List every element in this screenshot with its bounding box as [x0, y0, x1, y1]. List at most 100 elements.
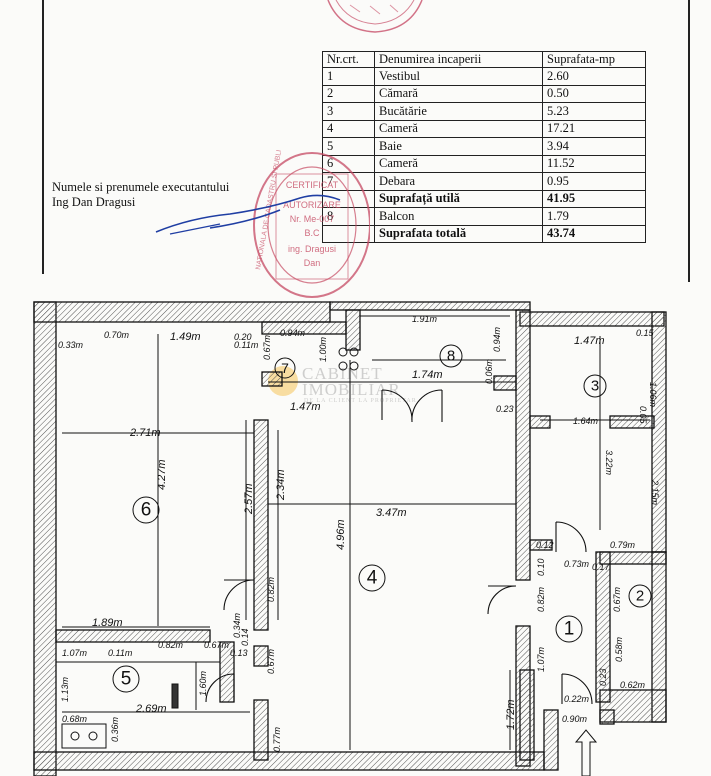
- wall: [253, 645, 269, 667]
- dim-label: 1.91m: [412, 314, 438, 324]
- dim-label: 1.74m: [412, 369, 443, 381]
- room-area-table: Nr.crt. Denumirea incaperii Suprafata-mp…: [322, 51, 646, 243]
- dim-label: 0.94m: [492, 326, 502, 352]
- stove-icon: [61, 723, 107, 749]
- watermark-line-3: DE LA CLIENT LA PROPRIETAR: [304, 398, 417, 404]
- dim-label: 2.15m: [650, 479, 660, 506]
- wall: [261, 371, 283, 387]
- wall: [609, 415, 655, 429]
- cell-nr: 4: [322, 119, 375, 138]
- dim-label: 2.57m: [243, 483, 255, 515]
- wall: [493, 375, 517, 391]
- table-header-row: Nr.crt. Denumirea incaperii Suprafata-mp: [322, 51, 646, 68]
- wall: [651, 311, 667, 553]
- room-labels: 7 8 3 6 4 2 1 5: [112, 344, 652, 693]
- watermark: CABINET IMOBILIAR DE LA CLIENT LA PROPRI…: [270, 364, 417, 404]
- cell-name: Vestibul: [374, 67, 543, 86]
- dim-label: 0.58m: [614, 636, 624, 662]
- handwritten-signature: [155, 194, 341, 235]
- cell-area: 5.23: [542, 102, 646, 121]
- cell-area: 0.50: [542, 84, 646, 103]
- wall: [253, 699, 269, 761]
- wall: [519, 311, 665, 327]
- walls: [33, 301, 667, 776]
- stamp-line-2: AUTORIZARE: [283, 200, 341, 210]
- room-2-label: 2: [636, 588, 644, 605]
- dim-label: 2.71m: [129, 427, 161, 439]
- page-border-left: [42, 0, 44, 274]
- wall: [529, 415, 551, 429]
- wall: [345, 309, 361, 351]
- door-arc: [223, 579, 255, 611]
- dim-label: 0.67m: [612, 586, 622, 612]
- fixture-icon: [349, 361, 359, 371]
- fixture-icon: [338, 347, 348, 357]
- cell-nr: 3: [322, 102, 375, 121]
- dimension-labels: 0.33m 0.70m 1.49m 0.20 0.11m 0.94m 1.91m…: [58, 314, 660, 752]
- cell-name: Debara: [374, 172, 543, 191]
- cell-nr: 2: [322, 84, 375, 103]
- room-8-label: 8: [447, 348, 455, 365]
- cell-name: Balcon: [374, 207, 543, 226]
- room-5-circle: [112, 665, 140, 693]
- dim-label: 2.34m: [275, 469, 287, 501]
- header-nr: Nr.crt.: [322, 51, 375, 68]
- dim-label: 0.05: [638, 406, 648, 425]
- door-arc: [555, 521, 587, 553]
- fixtures: [61, 347, 598, 776]
- door-arc: [561, 673, 593, 705]
- dim-label: 0.22m: [564, 694, 590, 704]
- cell-area: 17.21: [542, 119, 646, 138]
- dim-label: 1.89m: [92, 617, 123, 629]
- wall: [329, 301, 531, 311]
- dim-label: 1.64m: [573, 416, 599, 426]
- header-area: Suprafata-mp: [542, 51, 646, 68]
- wall: [529, 539, 553, 551]
- dim-label: 1.47m: [574, 335, 605, 347]
- cell-name: Suprafață utilă: [374, 189, 543, 208]
- executor-name: Ing Dan Dragusi: [52, 195, 136, 209]
- cell-name: Baie: [374, 137, 543, 156]
- cell-area: 11.52: [542, 154, 646, 173]
- executor-label: Numele si prenumele executantului: [52, 180, 230, 194]
- room-1-circle: [555, 615, 583, 643]
- wall: [55, 629, 211, 643]
- cell-name: Cameră: [374, 119, 543, 138]
- wall: [33, 301, 57, 776]
- stove-burner-icon: [88, 731, 98, 741]
- room-6-circle: [132, 496, 160, 524]
- cell-name: Suprafata totală: [374, 224, 543, 243]
- entrance-arrow-icon: [574, 729, 598, 776]
- dim-label: 0.67m: [266, 648, 276, 674]
- dim-label: 0.11m: [108, 648, 133, 658]
- cell-area: 0.95: [542, 172, 646, 191]
- door-arc: [205, 673, 235, 703]
- cell-name: Bucătărie: [374, 102, 543, 121]
- dim-label: 0.68m: [62, 714, 88, 724]
- watermark-line-2: IMOBILIAR: [302, 380, 401, 399]
- dim-label: 0.67m: [262, 334, 272, 360]
- dim-label: 1.49m: [170, 331, 201, 343]
- dim-label: 1.07m: [536, 646, 546, 672]
- dim-label: 1.60m: [198, 670, 208, 696]
- dim-label: 0.79m: [610, 540, 636, 550]
- doors: [205, 389, 593, 705]
- room-4-label: 4: [367, 568, 378, 589]
- cell-area: 2.60: [542, 67, 646, 86]
- room-5-label: 5: [121, 669, 132, 690]
- wall: [253, 419, 269, 631]
- door-arc: [411, 389, 443, 423]
- room-6-label: 6: [141, 500, 152, 521]
- watermark-line-1: CABINET: [302, 364, 383, 383]
- wall: [219, 641, 235, 703]
- cell-area: 43.74: [542, 224, 646, 243]
- dimension-lines: [56, 315, 650, 750]
